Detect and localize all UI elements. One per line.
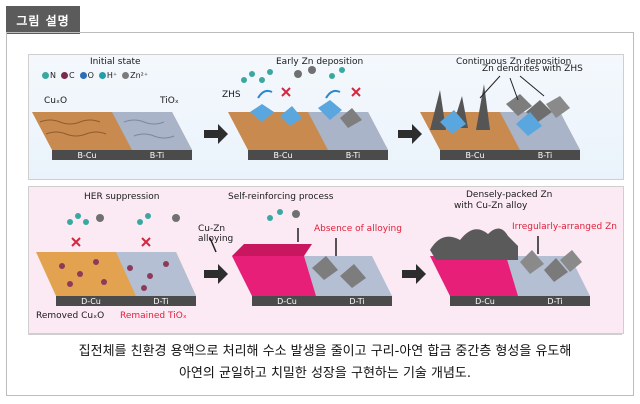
title-early-zn: Early Zn deposition xyxy=(276,57,364,67)
arrow-top-2 xyxy=(398,124,422,144)
base-dcu-2: D-Cu xyxy=(252,296,322,306)
top-slab-2 xyxy=(228,66,388,150)
arrow-bottom-1 xyxy=(204,264,228,284)
caption-line-1: 집전체를 친환경 용액으로 처리해 수소 발생을 줄이고 구리-아연 합금 중간… xyxy=(78,344,572,359)
label-absence: Absence of alloying xyxy=(314,224,402,234)
figure-tag: 그림 설명 xyxy=(6,6,80,34)
base-dti-3: D-Ti xyxy=(520,296,590,306)
legend-zn: Zn²⁺ xyxy=(122,71,148,80)
legend-o: O xyxy=(79,71,94,80)
base-dcu-3: D-Cu xyxy=(450,296,520,306)
label-alloy-note: with Cu-Zn alloy xyxy=(454,201,528,211)
label-cu2o: CuₓO xyxy=(44,96,68,106)
title-her: HER suppression xyxy=(84,192,160,202)
bottom-slab-1 xyxy=(36,213,196,296)
label-removed: Removed CuₓO xyxy=(36,311,105,321)
label-remained: Remained TiOₓ xyxy=(120,311,187,321)
base-bcu-1: B-Cu xyxy=(52,150,122,160)
legend-n: N xyxy=(42,71,56,80)
base-dti-1: D-Ti xyxy=(126,296,196,306)
title-continuous-zn: Continuous Zn deposition xyxy=(456,57,572,67)
base-bti-3: B-Ti xyxy=(510,150,580,160)
label-irregular: Irregularly-arranged Zn xyxy=(512,222,617,232)
label-dendrites: Zn dendrites with ZHS xyxy=(482,64,583,74)
top-slab-1 xyxy=(32,112,192,150)
base-bti-1: B-Ti xyxy=(122,150,192,160)
legend-h: H⁺ xyxy=(98,71,117,80)
figure-frame xyxy=(6,32,634,396)
arrow-top-1 xyxy=(204,124,228,144)
label-alloying: alloying xyxy=(198,234,234,244)
species-legend: N C O H⁺ Zn²⁺ xyxy=(42,71,148,80)
label-tio: TiOₓ xyxy=(160,96,179,106)
bottom-slab-3 xyxy=(430,228,590,296)
label-cuzn: Cu-Zn xyxy=(198,224,226,234)
base-dcu-1: D-Cu xyxy=(56,296,126,306)
top-slab-3 xyxy=(420,75,580,150)
title-densely-packed: Densely-packed Zn xyxy=(466,190,553,200)
figure-caption: 집전체를 친환경 용액으로 처리해 수소 발생을 줄이고 구리-아연 합금 중간… xyxy=(28,334,622,392)
title-self-reinforcing: Self-reinforcing process xyxy=(228,192,334,202)
arrow-bottom-2 xyxy=(402,264,426,284)
title-initial-state: Initial state xyxy=(90,57,141,67)
legend-c: C xyxy=(60,71,75,80)
bottom-slab-2 xyxy=(209,209,392,296)
base-bti-2: B-Ti xyxy=(318,150,388,160)
base-dti-2: D-Ti xyxy=(322,296,392,306)
caption-line-2: 아연의 균일하고 치밀한 성장을 구현하는 기술 개념도. xyxy=(178,366,472,381)
label-zhs: ZHS xyxy=(222,90,241,100)
base-bcu-2: B-Cu xyxy=(248,150,318,160)
base-bcu-3: B-Cu xyxy=(440,150,510,160)
